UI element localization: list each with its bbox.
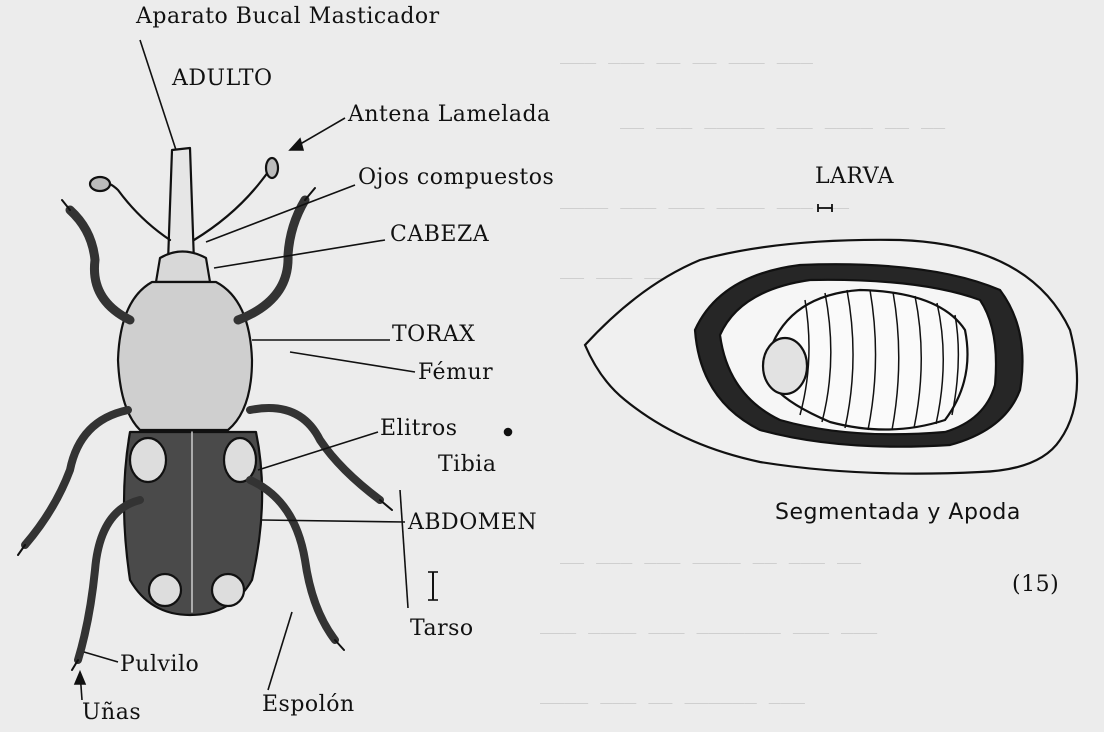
leader-femur [290,352,415,372]
label-thorax: TORAX [392,322,475,347]
tibia-dot [505,429,512,436]
antenna-right [194,165,274,240]
leader-tarsus [400,490,408,608]
leg-front-left [70,210,130,320]
leader-abdomen [262,520,405,522]
leader-pulvillus [84,652,118,662]
elytra-spot [224,438,256,482]
leader-spur [268,612,292,690]
larva-head-capsule [763,338,807,394]
antenna-club-right [266,158,278,178]
label-mouthparts: Aparato Bucal Masticador [136,4,440,29]
weevil-illustration [18,148,392,670]
elytra-spot [149,574,181,606]
arrowhead [290,139,303,150]
antenna-left [98,182,170,240]
arrowhead [75,672,85,684]
label-elytra: Elitros [380,416,458,441]
label-claws: Uñas [82,700,141,725]
rostrum [168,148,194,262]
label-femur: Fémur [418,360,493,385]
label-tarsus: Tarso [410,616,474,641]
adult-title: ADULTO [172,66,273,91]
leg-mid-right [250,408,380,500]
elytra-spot [212,574,244,606]
label-eyes: Ojos compuestos [358,165,554,190]
leg-front-right [238,200,305,320]
antenna-club-left [90,177,110,191]
leader-eyes [206,185,355,242]
elytra-spot [130,438,166,482]
label-spur: Espolón [262,692,355,717]
larva-title: LARVA [815,164,894,189]
larva-caption: Segmentada y Apoda [775,500,1021,525]
leg-mid-left [25,410,128,545]
label-abdomen: ABDOMEN [408,510,537,535]
label-head: CABEZA [390,222,489,247]
weevil-thorax [118,282,252,430]
label-pulvillus: Pulvilo [120,652,199,677]
leader-mouthparts [140,40,176,150]
weevil-head [156,252,210,283]
figure-number: (15) [1012,572,1059,597]
leader-head [214,240,385,268]
label-tibia: Tibia [438,452,496,477]
label-antenna: Antena Lamelada [348,102,551,127]
larva-illustration [585,204,1077,474]
